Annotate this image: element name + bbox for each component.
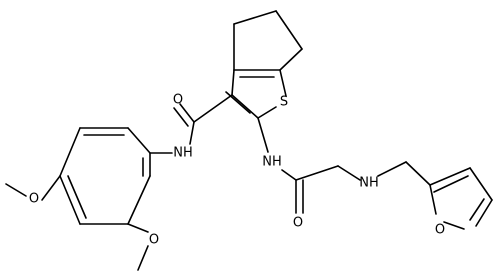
bond — [189, 121, 195, 145]
bond — [257, 106, 277, 119]
bond — [281, 169, 297, 181]
methoxy-oxygen-left-label: O — [29, 192, 39, 207]
bond — [179, 103, 195, 123]
methoxy-oxygen-bottom-label: O — [149, 233, 159, 248]
bond — [475, 199, 493, 227]
bond — [59, 127, 81, 177]
glycine-nh-label: NH — [359, 176, 379, 191]
bond — [225, 91, 251, 114]
bond — [405, 161, 431, 186]
bond — [377, 161, 407, 177]
bond — [469, 167, 493, 201]
bond — [127, 127, 151, 154]
bond — [233, 10, 277, 25]
bond — [429, 167, 471, 186]
bonds — [5, 10, 493, 271]
bond — [295, 165, 339, 181]
bond — [41, 175, 61, 201]
bond — [5, 183, 27, 197]
bond — [443, 221, 465, 230]
bond — [279, 69, 287, 97]
bond — [337, 165, 361, 181]
amine-nh-label: NH — [262, 155, 282, 170]
bond — [433, 175, 469, 193]
bond — [279, 48, 303, 71]
amide-oxygen-label: O — [173, 93, 183, 108]
bond — [193, 94, 233, 123]
thiophene-sulfur-label: S — [280, 95, 288, 110]
bond — [127, 175, 151, 225]
amide-nh-label: NH — [173, 146, 193, 161]
furan-oxygen-label: O — [435, 223, 445, 238]
bond — [257, 117, 269, 153]
bond — [59, 175, 81, 225]
bond — [173, 107, 189, 127]
bond — [127, 223, 149, 233]
bond — [275, 10, 303, 50]
bond — [231, 69, 235, 96]
bond — [67, 175, 87, 219]
atom-labels: O NH S NH O NH O O O — [29, 93, 445, 248]
bond — [137, 245, 149, 271]
bond — [231, 94, 259, 119]
bond — [429, 184, 437, 215]
glycine-oxygen-label: O — [293, 216, 303, 231]
bond — [469, 198, 485, 221]
